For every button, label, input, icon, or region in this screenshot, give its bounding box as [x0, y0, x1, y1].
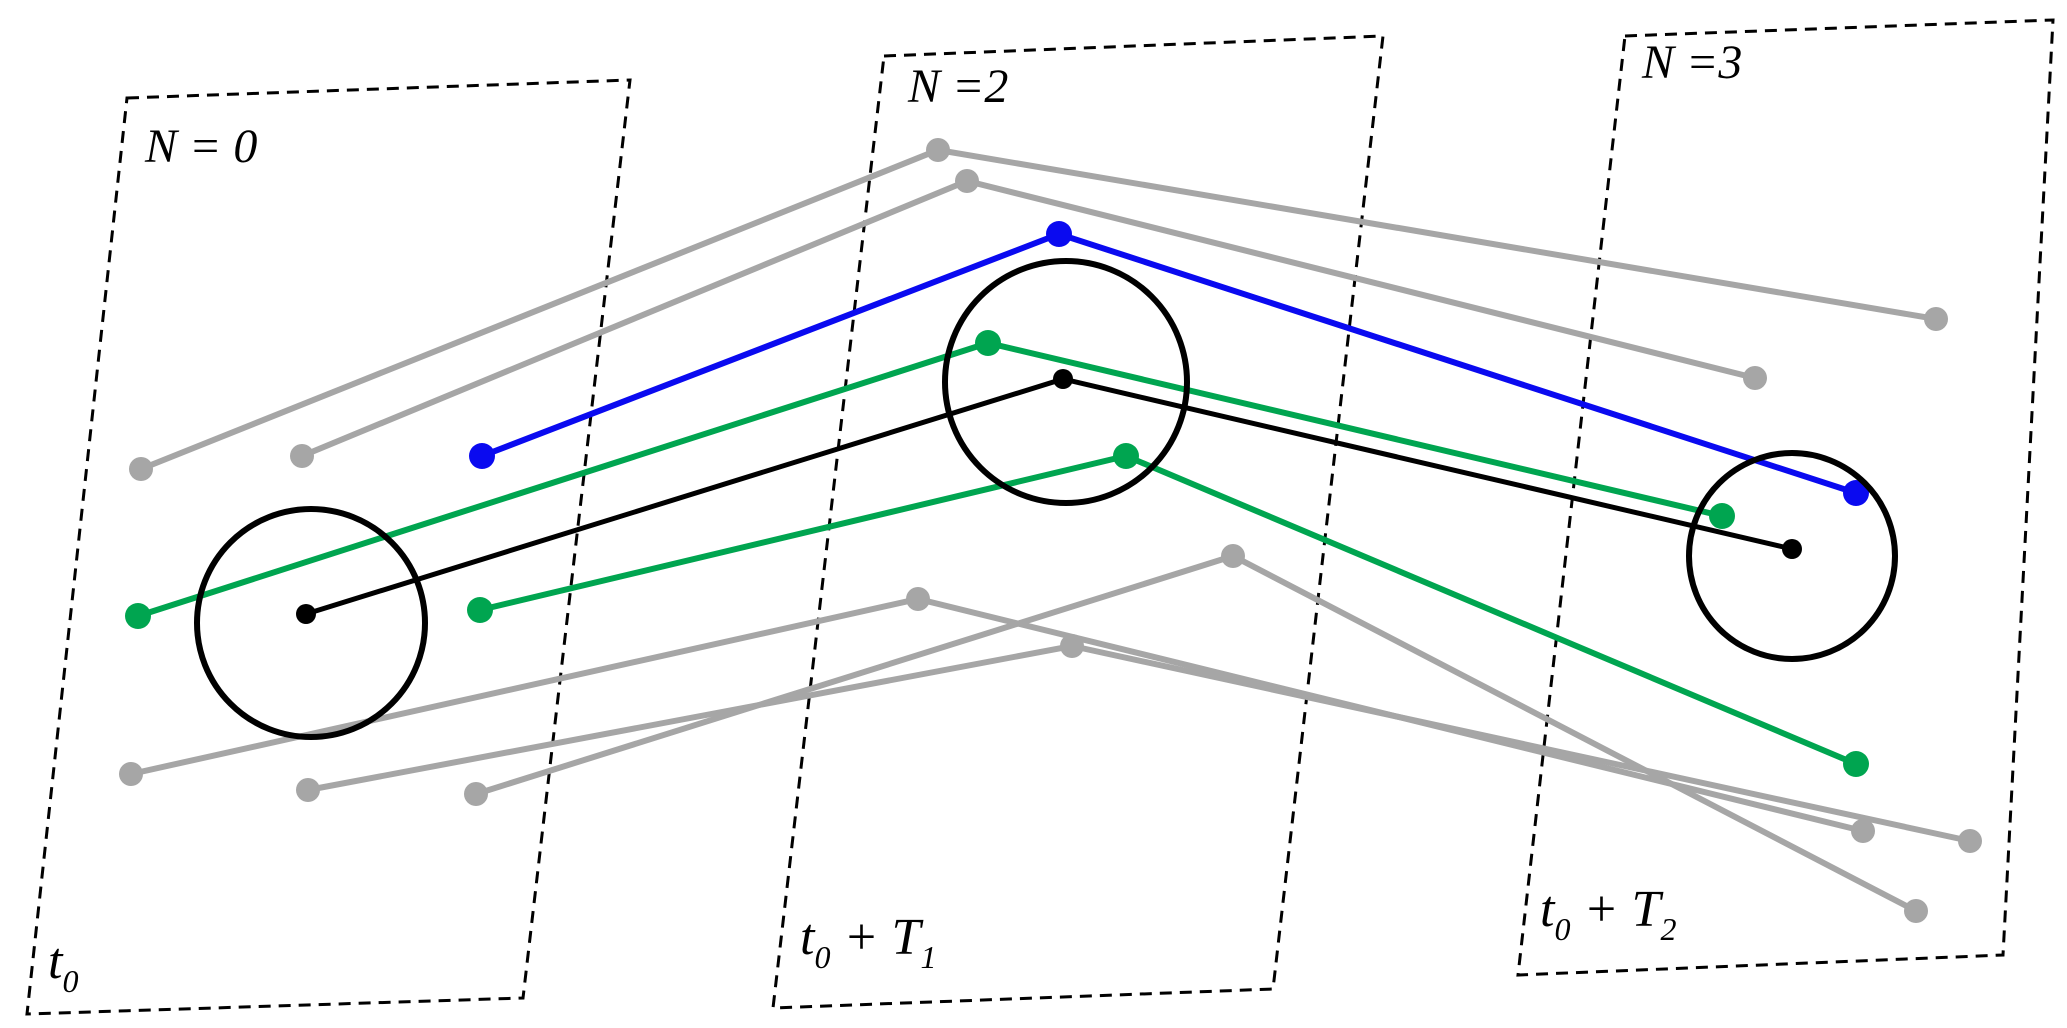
reference-track-black-line: [303, 376, 1795, 617]
labels-layer: N = 0 N =2 N =3 t0 t0 + T1 t0 + T2: [48, 36, 1742, 999]
frame-n3-time-label: t0 + T2: [1540, 881, 1676, 947]
matched-track-green-1: [125, 330, 1735, 629]
matched-track-blue-point-2: [1843, 480, 1869, 506]
background-track-4-point-1: [1060, 634, 1084, 658]
frame-n2-count-label: N =2: [907, 60, 1008, 113]
frame-n0-time-label: t0: [48, 933, 78, 999]
gate-circle-frame-n2: [942, 258, 1190, 506]
background-track-5: [464, 544, 1928, 923]
frames-layer: [25, 18, 2055, 1016]
frame-n3-count-label: N =3: [1641, 36, 1742, 89]
background-track-1: [129, 138, 1948, 481]
background-track-3-point-2: [1851, 819, 1875, 843]
background-track-1-point-1: [926, 138, 950, 162]
background-track-5-point-2: [1904, 899, 1928, 923]
reference-track-black: [296, 369, 1802, 624]
background-track-3-point-1: [906, 587, 930, 611]
background-track-3-line: [128, 595, 1866, 834]
background-track-2-point-2: [1743, 366, 1767, 390]
background-track-2-point-0: [290, 444, 314, 468]
frame-n3-border: [1516, 18, 2055, 977]
background-track-2: [290, 169, 1767, 468]
matched-track-green-2-point-2: [1843, 751, 1869, 777]
matched-track-green-1-point-2: [1709, 503, 1735, 529]
background-track-5-line: [473, 552, 1919, 914]
reference-track-black-point-1: [1053, 369, 1073, 389]
matched-track-green-1-point-1: [975, 330, 1001, 356]
background-track-3: [119, 587, 1875, 843]
reference-track-black-point-0: [296, 604, 316, 624]
background-track-4-point-0: [296, 778, 320, 802]
background-track-1-point-0: [129, 457, 153, 481]
background-track-5-point-1: [1221, 544, 1245, 568]
matched-track-green-2: [467, 443, 1869, 777]
background-track-1-point-2: [1924, 307, 1948, 331]
background-track-5-point-0: [464, 782, 488, 806]
gray-tracks-layer: [119, 138, 1982, 923]
highlight-tracks-layer: [125, 221, 1869, 777]
background-track-4: [296, 634, 1982, 853]
association-circles-layer: [194, 258, 1898, 740]
background-track-2-point-1: [955, 169, 979, 193]
gate-circle-frame-n0: [194, 506, 428, 740]
matched-track-blue: [469, 221, 1869, 506]
matched-track-green-1-point-0: [125, 603, 151, 629]
frame-n2-time-label: t0 + T1: [800, 909, 936, 975]
gate-circle-frame-n3: [1686, 450, 1898, 662]
background-track-4-point-2: [1958, 829, 1982, 853]
matched-track-blue-point-1: [1046, 221, 1072, 247]
matched-track-blue-point-0: [469, 443, 495, 469]
matched-track-green-2-point-1: [1113, 443, 1139, 469]
frame-n0-border: [25, 78, 632, 1016]
background-track-3-point-0: [119, 762, 143, 786]
matched-track-green-2-point-0: [467, 597, 493, 623]
frame-n0-count-label: N = 0: [144, 120, 257, 173]
reference-track-black-point-2: [1782, 539, 1802, 559]
